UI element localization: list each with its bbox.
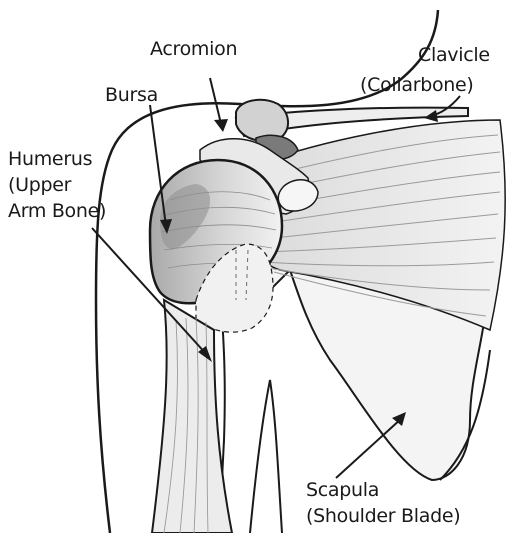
scapula-sublabel: (Shoulder Blade) <box>306 505 460 527</box>
humerus-shaft <box>152 300 232 533</box>
humerus-sublabel-1: (Upper <box>8 174 71 196</box>
clavicle-sublabel: (Collarbone) <box>360 74 474 96</box>
humerus-label: Humerus <box>8 148 92 170</box>
torso-contour <box>250 380 282 533</box>
acromion-label: Acromion <box>150 38 237 60</box>
scapula-label: Scapula <box>306 479 379 501</box>
acromion-leader-arrow <box>214 119 228 132</box>
bursa-label: Bursa <box>105 84 158 106</box>
humerus-sublabel-2: Arm Bone) <box>8 200 106 222</box>
acromion-bone <box>236 100 288 141</box>
clavicle-label: Clavicle <box>418 44 490 66</box>
scapula-leader <box>336 418 402 478</box>
